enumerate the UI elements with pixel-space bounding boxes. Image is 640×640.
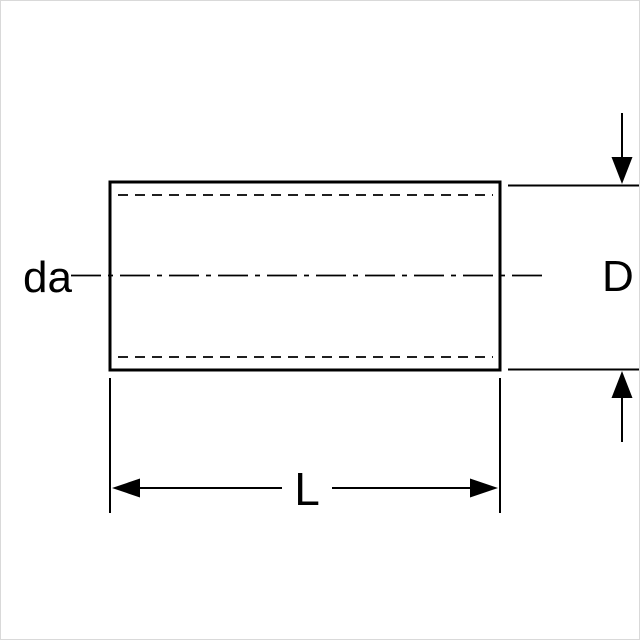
label-diameter: D <box>602 252 634 301</box>
arrow-left-icon <box>112 478 140 498</box>
arrow-down-icon <box>611 157 633 184</box>
label-length: L <box>294 463 320 515</box>
arrow-up-icon <box>611 371 633 398</box>
label-outer-diameter: da <box>23 253 72 302</box>
arrow-right-icon <box>470 478 498 498</box>
